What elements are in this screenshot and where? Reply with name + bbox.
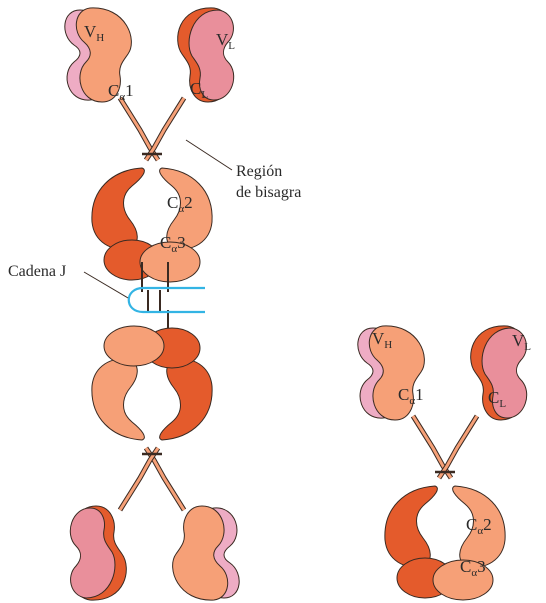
- iga-monomer-right: [358, 326, 527, 600]
- iga-top-monomer: [65, 8, 234, 282]
- ch1-label-top: Cα1: [108, 81, 134, 103]
- vl-label-right: VL: [512, 331, 531, 353]
- hinge-region-label-2: de bisagra: [236, 184, 301, 201]
- j-chain-label: Cadena J: [8, 263, 66, 280]
- hinge-leader-line: [186, 140, 232, 170]
- hinge-region-label-1: Región: [236, 163, 282, 180]
- iga-bottom-monomer: [70, 326, 239, 600]
- j-chain-shape: [129, 288, 205, 312]
